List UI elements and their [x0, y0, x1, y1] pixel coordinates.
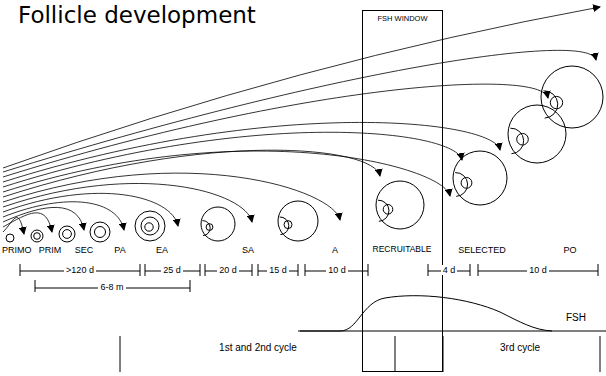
atresia-arrow [3, 213, 52, 232]
follicle-wall [31, 230, 43, 242]
duration-label: 10 d [326, 265, 348, 275]
stage-label: PO [563, 245, 576, 255]
bracket-tick [200, 264, 201, 276]
bracket-tick [35, 280, 36, 292]
follicle-wall [59, 226, 75, 242]
oocyte [34, 233, 41, 240]
bracket-tick [298, 264, 299, 276]
fsh-curve [298, 296, 606, 331]
window-label: FSH WINDOW [363, 14, 442, 23]
cycle-label: 3rd cycle [500, 342, 540, 354]
stage-label: SELECTED [458, 245, 506, 255]
bracket-tick [145, 264, 146, 276]
follicle-wall [541, 66, 603, 128]
stage-label: EA [156, 245, 168, 255]
oocyte [461, 177, 472, 188]
follicle-wall [90, 222, 110, 242]
granulosa-layer [141, 217, 159, 235]
duration-label: >120 d [64, 265, 96, 275]
bracket-tick [205, 264, 206, 276]
atresia-arrow [3, 150, 380, 197]
atresia-arrow [3, 122, 500, 182]
atresia-arrow [3, 132, 462, 187]
oocyte [550, 96, 562, 108]
atresia-arrow [3, 50, 596, 172]
hormone-label: FSH [566, 312, 586, 324]
bracket-tick [428, 264, 429, 276]
stage-label: SA [242, 245, 254, 255]
bracket-tick [20, 264, 21, 276]
duration-brackets [20, 264, 598, 292]
bracket-tick [598, 264, 599, 276]
atresia-arrow [3, 173, 340, 220]
bracket-tick [258, 264, 259, 276]
follicle-wall [376, 181, 424, 229]
follicle-wall [453, 151, 507, 205]
stage-label: PA [114, 245, 125, 255]
bracket-tick [252, 264, 253, 276]
follicle-wall [278, 201, 318, 241]
atresia-curves [3, 7, 600, 234]
duration-label: 6-8 m [98, 282, 125, 292]
oocyte [383, 205, 393, 215]
bracket-tick [190, 280, 191, 292]
cycle-tick [120, 336, 121, 372]
cycle-tick [600, 336, 601, 372]
atresia-arrow [3, 151, 450, 196]
atresia-arrow [3, 84, 548, 177]
bracket-tick [478, 264, 479, 276]
duration-label: 10 d [527, 265, 549, 275]
cycle-label: 1st and 2nd cycle [219, 342, 297, 354]
stage-label: SEC [75, 245, 94, 255]
oocyte [517, 133, 529, 145]
fsh-level [300, 296, 552, 331]
diagram-title: Follicle development [18, 2, 256, 28]
atresia-arrow [3, 207, 84, 230]
oocyte [284, 221, 292, 229]
cycle-ticks [120, 336, 600, 372]
bracket-tick [305, 264, 306, 276]
oocyte [63, 230, 72, 239]
bracket-tick [368, 264, 369, 276]
stage-label: PRIMO [2, 245, 32, 255]
stage-label: A [332, 245, 338, 255]
follicle-wall [135, 211, 165, 241]
cycle-tick [395, 336, 396, 372]
atresia-arrow [3, 193, 178, 226]
bracket-tick [470, 264, 471, 276]
atresia-arrow [3, 183, 252, 222]
atresia-arrow [3, 217, 24, 234]
duration-label: 4 d [441, 265, 458, 275]
oocyte [145, 223, 153, 231]
duration-label: 20 d [217, 265, 239, 275]
stage-label: RECRUITABLE [373, 245, 432, 255]
duration-label: 15 d [267, 265, 289, 275]
growth-arrow [3, 7, 600, 168]
oocyte [206, 224, 213, 231]
follicle-circles [6, 66, 603, 242]
stage-label: PRIM [39, 245, 62, 255]
window-box: FSH WINDOW [362, 10, 443, 372]
bracket-tick [140, 264, 141, 276]
follicle-wall [6, 234, 14, 242]
duration-label: 25 d [161, 265, 183, 275]
follicle-wall [201, 207, 235, 241]
oocyte [95, 227, 106, 238]
follicle-wall [508, 105, 566, 163]
